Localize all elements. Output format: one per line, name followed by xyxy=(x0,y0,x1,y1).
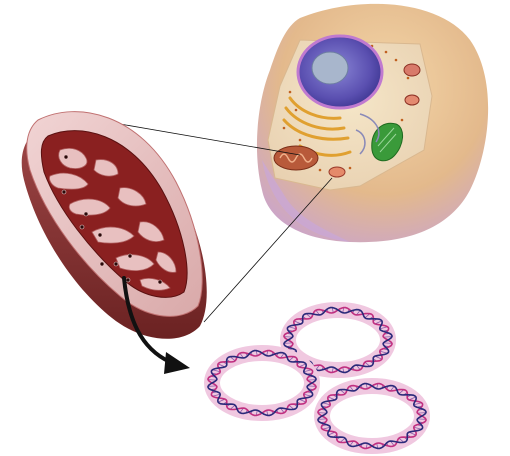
animal-cell xyxy=(256,3,489,243)
base-pair xyxy=(303,393,312,397)
base-pair xyxy=(417,418,427,420)
base-pair xyxy=(307,379,317,381)
base-pair xyxy=(322,402,331,406)
base-pair xyxy=(207,379,217,381)
cell-shadow xyxy=(262,160,350,242)
base-pair xyxy=(212,393,221,397)
dna-strand xyxy=(207,349,317,417)
endoplasmic-reticulum xyxy=(355,129,366,155)
base-pair xyxy=(383,336,393,338)
base-pair xyxy=(379,350,388,354)
curved-arrow-icon xyxy=(122,276,190,374)
base-pair xyxy=(283,336,293,338)
base-pair xyxy=(413,402,422,406)
dna-strand xyxy=(283,306,393,374)
base-pair xyxy=(317,418,327,420)
base-pair xyxy=(417,412,427,414)
base-pair xyxy=(322,426,331,430)
base-pair xyxy=(307,385,317,387)
cristae xyxy=(49,148,177,291)
vesicle xyxy=(404,94,420,106)
circular-mtdna xyxy=(204,345,320,421)
base-pair xyxy=(288,326,297,330)
vesicle xyxy=(403,63,421,77)
base-pair xyxy=(303,369,312,373)
circular-mtdna xyxy=(280,302,396,378)
base-pair xyxy=(317,412,327,414)
small-mitochondrion xyxy=(328,166,346,178)
endoplasmic-reticulum xyxy=(359,113,380,143)
base-pair xyxy=(207,385,217,387)
inner-membrane xyxy=(40,130,188,298)
base-pair xyxy=(283,342,293,344)
mtdna-dots xyxy=(61,154,163,285)
cell-mitochondrion xyxy=(273,145,319,171)
base-pair xyxy=(413,426,422,430)
circular-mtdna xyxy=(314,378,430,454)
nucleolus xyxy=(311,51,349,85)
circular-mtdna-group xyxy=(204,302,430,454)
mitochondrion xyxy=(21,111,207,339)
dna-strand xyxy=(317,382,427,450)
base-pair xyxy=(379,326,388,330)
base-pair xyxy=(212,369,221,373)
base-pair xyxy=(383,342,393,344)
